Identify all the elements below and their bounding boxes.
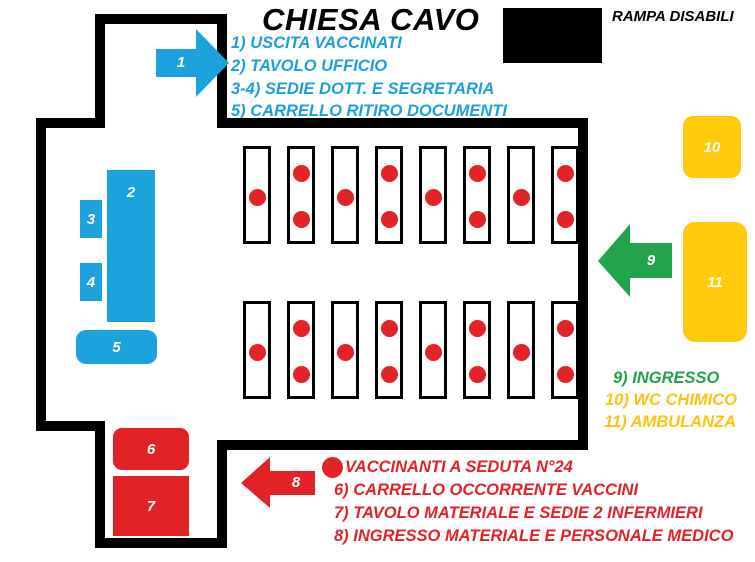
wall-main-top-left	[36, 118, 105, 128]
seat-dot	[293, 320, 310, 337]
wall-alcove-bottom	[95, 538, 227, 548]
seat-dot	[513, 189, 530, 206]
arrow-right-icon	[156, 29, 229, 97]
arrow-entrance[interactable]: 9	[597, 223, 673, 299]
ramp-label: RAMPA DISABILI	[612, 8, 734, 25]
legend-item-seats: VACCINANTI A SEDUTA N°24	[345, 458, 573, 476]
bench[interactable]	[331, 146, 359, 244]
cart-documents-label: 5	[112, 338, 121, 356]
desk-office-2[interactable]: 2	[107, 170, 155, 322]
wall-alcove-right	[217, 440, 227, 548]
legend-item-5: 5) CARRELLO RITIRO DOCUMENTI	[231, 102, 507, 120]
seat-dot	[469, 165, 486, 182]
bench[interactable]	[375, 301, 403, 399]
seat-dot	[557, 211, 574, 228]
wall-main-right	[578, 118, 588, 450]
chair-doctor-3[interactable]: 3	[80, 200, 102, 238]
table-materials-7[interactable]: 7	[113, 476, 189, 536]
cart-vaccines-label: 6	[146, 440, 156, 458]
ambulance-11[interactable]: 11	[683, 222, 747, 342]
bench[interactable]	[287, 146, 315, 244]
seat-dot	[557, 320, 574, 337]
seat-dot	[337, 344, 354, 361]
seat-dot	[557, 366, 574, 383]
seat-dot	[425, 344, 442, 361]
bench[interactable]	[419, 146, 447, 244]
legend-item-11: 11) AMBULANZA	[604, 413, 736, 431]
ambulance-label: 11	[707, 273, 723, 291]
cart-vaccines-6[interactable]: 6	[113, 428, 189, 470]
seat-dot	[293, 211, 310, 228]
seat-dot	[425, 189, 442, 206]
legend-item-1: 1) USCITA VACCINATI	[231, 34, 402, 52]
arrow-left-icon-green	[598, 224, 672, 297]
chair-secretary-4[interactable]: 4	[80, 263, 102, 301]
seat-dot	[469, 320, 486, 337]
seat-dot	[293, 165, 310, 182]
bench[interactable]	[463, 146, 491, 244]
legend-item-2: 2) TAVOLO UFFICIO	[231, 57, 388, 75]
wall-vestibule-top	[95, 14, 227, 24]
wall-main-top-right	[217, 118, 588, 128]
seat-dot	[381, 165, 398, 182]
legend-item-9: 9) INGRESSO	[613, 369, 720, 387]
seat-dot	[469, 366, 486, 383]
bench[interactable]	[419, 301, 447, 399]
bench[interactable]	[551, 146, 579, 244]
seat-dot	[293, 366, 310, 383]
legend-item-6: 6) CARRELLO OCCORRENTE VACCINI	[334, 481, 639, 499]
wc-chemical-10[interactable]: 10	[683, 116, 741, 178]
bench[interactable]	[375, 146, 403, 244]
wall-main-bottom-right	[217, 440, 588, 450]
bench[interactable]	[463, 301, 491, 399]
bench[interactable]	[331, 301, 359, 399]
bench[interactable]	[551, 301, 579, 399]
bench[interactable]	[287, 301, 315, 399]
ramp-block	[503, 8, 602, 63]
page-title: CHIESA CAVO	[262, 2, 480, 37]
bench[interactable]	[243, 146, 271, 244]
legend-item-7: 7) TAVOLO MATERIALE E SEDIE 2 INFERMIERI	[334, 504, 703, 522]
chair-doctor-label: 3	[86, 210, 96, 228]
arrow-left-icon	[241, 457, 315, 508]
wall-alcove-left	[95, 421, 105, 548]
seat-dot	[381, 320, 398, 337]
seat-dot	[513, 344, 530, 361]
wall-main-bottom-left	[36, 421, 105, 431]
bench[interactable]	[507, 301, 535, 399]
seat-dot	[249, 189, 266, 206]
wall-vestibule-left	[95, 14, 105, 126]
seat-dot	[381, 366, 398, 383]
desk-office-label: 2	[126, 183, 136, 201]
chair-secretary-label: 4	[86, 273, 96, 291]
wall-main-left	[36, 118, 46, 431]
table-materials-label: 7	[146, 497, 156, 515]
seat-dot	[381, 211, 398, 228]
bench[interactable]	[243, 301, 271, 399]
seat-dot	[557, 165, 574, 182]
legend-item-10: 10) WC CHIMICO	[605, 391, 737, 409]
seat-dot	[249, 344, 266, 361]
wc-chemical-label: 10	[703, 138, 721, 156]
bench[interactable]	[507, 146, 535, 244]
cart-documents-5[interactable]: 5	[76, 330, 157, 364]
arrow-exit-vaccinated[interactable]: 1	[156, 27, 230, 99]
arrow-material-entry[interactable]: 8	[240, 457, 316, 509]
legend-item-8: 8) INGRESSO MATERIALE E PERSONALE MEDICO	[334, 527, 734, 545]
seat-dot	[469, 211, 486, 228]
legend-item-3: 3-4) SEDIE DOTT. E SEGRETARIA	[231, 80, 495, 98]
seat-dot	[337, 189, 354, 206]
seat-dot-legend-icon	[322, 457, 343, 478]
